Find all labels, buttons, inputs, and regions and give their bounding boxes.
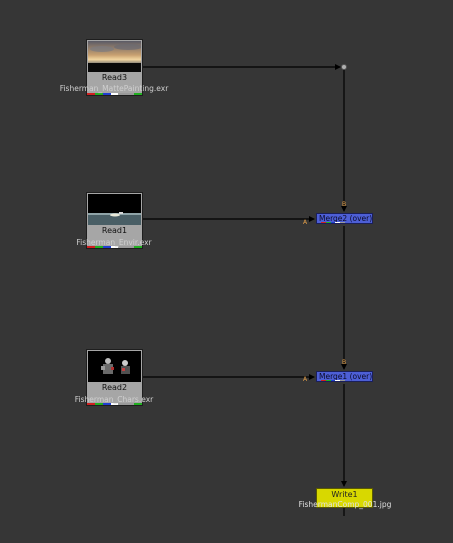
read3-title: Read3 [101, 73, 128, 82]
write1-title: Write1 [331, 490, 358, 499]
write1-node[interactable]: Write1 [316, 488, 373, 508]
read2-channel-strip [87, 403, 143, 405]
merge1-title: Merge1 (over) [319, 372, 373, 381]
merge2-input-a-label: A [303, 219, 308, 226]
write1-file-label: FishermanComp_001.jpg [298, 500, 392, 509]
read1-channel-strip [87, 246, 143, 248]
merge2-input-b-label: B [342, 201, 347, 208]
read2-thumbnail [88, 351, 141, 382]
merge1-node[interactable]: Merge1 (over) [316, 371, 373, 382]
sea-horizon-image [88, 194, 141, 225]
merge2-node[interactable]: Merge2 (over) [316, 213, 373, 224]
merge1-channel-strip [321, 380, 345, 381]
read1-title: Read1 [101, 226, 128, 235]
read3-channel-strip [87, 93, 143, 95]
read3-node[interactable]: Read3 [86, 39, 143, 96]
read3-thumbnail [88, 41, 141, 72]
read3-file-label: Fisherman_MattePainting.exr [59, 84, 169, 93]
dot-node[interactable] [341, 64, 347, 70]
merge1-input-a-label: A [303, 376, 308, 383]
read1-node[interactable]: Read1 [86, 192, 143, 249]
read2-file-label: Fisherman_Chars.exr [74, 395, 154, 404]
merge2-title: Merge2 (over) [319, 214, 373, 223]
read2-title: Read2 [101, 383, 128, 392]
read2-node[interactable]: Read2 [86, 349, 143, 406]
read1-thumbnail [88, 194, 141, 225]
merge1-input-b-label: B [342, 359, 347, 366]
merge2-channel-strip [321, 222, 345, 223]
characters-image [88, 351, 141, 382]
read1-file-label: Fisherman_Envir.exr [76, 238, 152, 247]
sunset-sky-image [88, 41, 141, 72]
